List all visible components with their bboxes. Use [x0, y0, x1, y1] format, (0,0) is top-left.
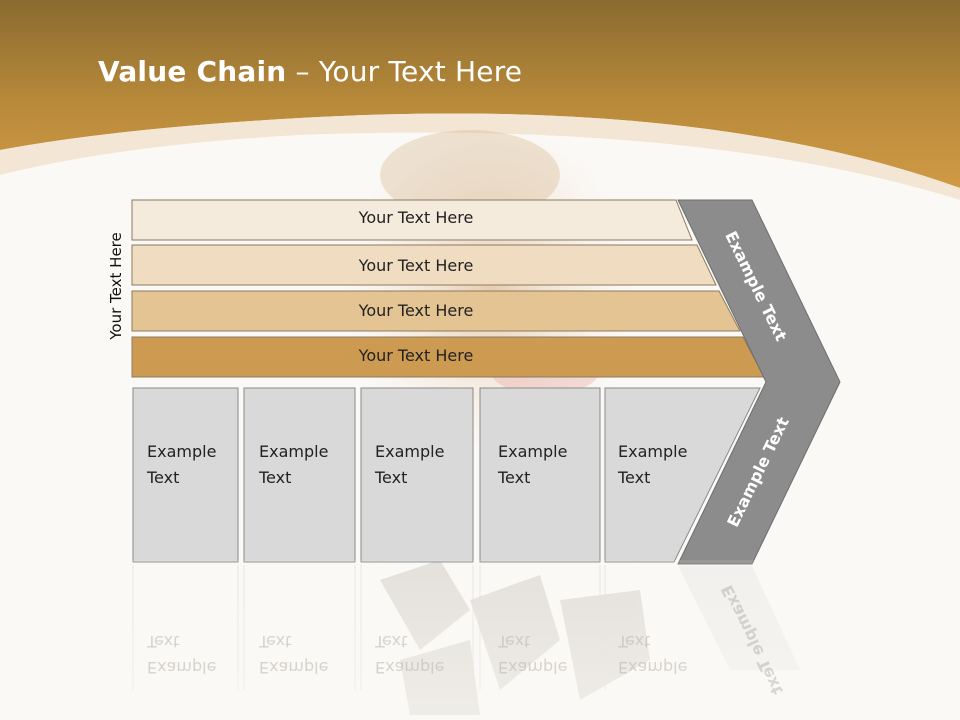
- bar-shape-3: [131, 290, 741, 332]
- box-reflection-2-line1: Example: [259, 658, 329, 677]
- bar-label-1: Your Text Here: [358, 208, 474, 227]
- box-text-2-line1: Example: [259, 442, 329, 461]
- box-reflection-4-line2: Text: [498, 632, 531, 651]
- box-shape-3: [360, 387, 474, 563]
- bar-label-3: Your Text Here: [358, 301, 474, 320]
- box-text-4-line1: Example: [498, 442, 568, 461]
- slide-title: Value Chain – Your Text Here: [98, 55, 522, 88]
- bar-label-4: Your Text Here: [358, 346, 474, 365]
- side-label: Your Text Here: [107, 232, 125, 340]
- box-reflection-1: Example Text: [147, 628, 237, 680]
- box-shape-2: [243, 387, 356, 563]
- bar-shape-1: [131, 199, 693, 241]
- bar-shape-2: [131, 244, 717, 286]
- box-text-3-line2: Text: [375, 468, 408, 487]
- box-reflection-3-line2: Text: [375, 632, 408, 651]
- box-text-1-line2: Text: [147, 468, 180, 487]
- box-text-3-line1: Example: [375, 442, 445, 461]
- box-text-5-line1: Example: [618, 442, 688, 461]
- box-reflection-3-line1: Example: [375, 658, 445, 677]
- box-reflection-5-line2: Text: [618, 632, 651, 651]
- box-text-1-line1: Example: [147, 442, 217, 461]
- box-reflection-1-line2: Text: [147, 632, 180, 651]
- box-reflection-2: Example Text: [259, 628, 349, 680]
- title-rest: – Your Text Here: [286, 55, 523, 88]
- bar-label-2: Your Text Here: [358, 256, 474, 275]
- box-reflection-1-line1: Example: [147, 658, 217, 677]
- box-reflection-2-line2: Text: [259, 632, 292, 651]
- header-band: [0, 0, 960, 188]
- box-reflection-5-line1: Example: [618, 658, 688, 677]
- header-curve: [0, 113, 960, 200]
- box-shape-1: [132, 387, 239, 563]
- box-shape-4: [479, 387, 601, 563]
- box-reflection-5: Example Text: [618, 628, 708, 680]
- box-reflection-4-line1: Example: [498, 658, 568, 677]
- box-reflection-4: Example Text: [498, 628, 588, 680]
- title-bold: Value Chain: [98, 55, 287, 88]
- box-text-2-line2: Text: [259, 468, 292, 487]
- box-reflection-3: Example Text: [375, 628, 465, 680]
- box-text-5-line2: Text: [618, 468, 651, 487]
- box-text-4-line2: Text: [498, 468, 531, 487]
